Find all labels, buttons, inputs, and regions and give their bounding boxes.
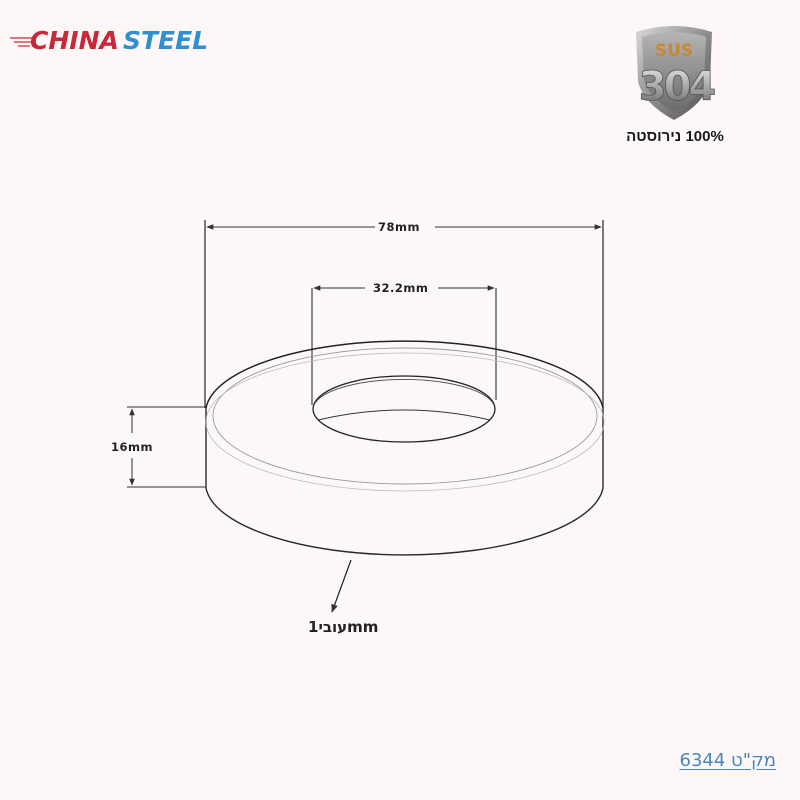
thickness-leader — [331, 559, 352, 613]
badge-top-text: SUS — [655, 41, 693, 61]
inner-diameter-label: 32.2mm — [370, 281, 432, 295]
logo-text-china: CHINA — [30, 26, 119, 55]
ring-shape — [205, 340, 605, 556]
brand-logo: CHINA STEEL — [8, 18, 218, 58]
shield-icon: SUS 304 — [636, 26, 718, 120]
inner-diameter-dimension — [311, 285, 497, 405]
height-label: 16mm — [108, 440, 156, 454]
outer-diameter-dimension — [204, 220, 604, 408]
badge-caption: 100% נירוסטה — [626, 128, 724, 145]
outer-diameter-label: 78mm — [375, 220, 423, 234]
logo-text-steel: STEEL — [123, 26, 208, 55]
thickness-label: עובי1mm — [308, 618, 379, 636]
sus304-badge: SUS 304 — [624, 22, 724, 122]
sku-link[interactable]: מק"ט 6344 — [679, 750, 776, 771]
height-dimension — [127, 406, 206, 488]
badge-grade-text: 304 — [639, 64, 715, 110]
china-steel-logo-icon: CHINA STEEL — [10, 26, 208, 55]
